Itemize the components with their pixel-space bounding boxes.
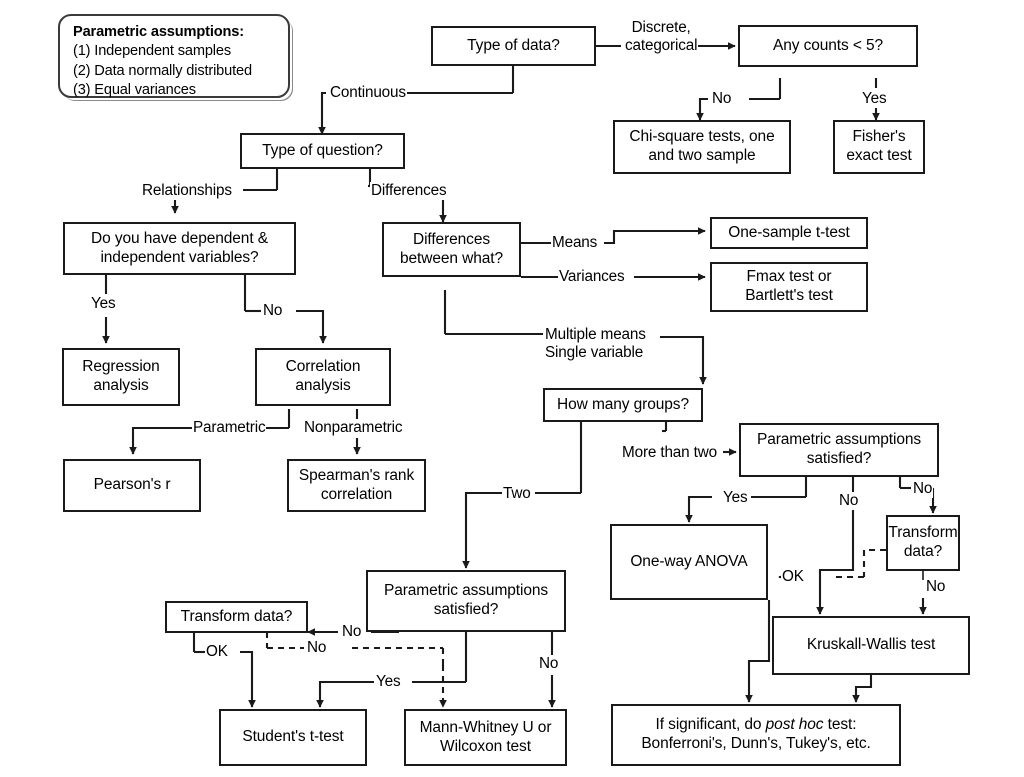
label-nonparametric: Nonparametric (303, 419, 404, 438)
node-post-hoc-test[interactable]: If significant, do post hoc test: Bonfer… (611, 704, 901, 766)
legend-title: Parametric assumptions: (73, 24, 244, 40)
node-spearmans-rank-correlation[interactable]: Spearman's rank correlation (287, 459, 426, 512)
label-right-transform-no: No (925, 578, 947, 597)
node-dependent-independent-variables[interactable]: Do you have dependent & independent vari… (63, 222, 296, 275)
node-how-many-groups[interactable]: How many groups? (543, 388, 703, 422)
label-parametric: Parametric (192, 419, 267, 438)
node-fishers-exact-test[interactable]: Fisher's exact test (833, 120, 925, 174)
label-right-ok: OK (781, 568, 805, 587)
node-chi-square-tests[interactable]: Chi-square tests, one and two sample (613, 120, 791, 174)
node-any-counts[interactable]: Any counts < 5? (738, 25, 918, 67)
edge-dep-no-c (296, 309, 327, 344)
label-multiple-means-single-variable: Multiple means Single variable (544, 326, 647, 363)
label-two: Two (502, 485, 532, 504)
edge-rno-b (816, 509, 855, 615)
legend-item-2: (2) Data normally distributed (73, 62, 252, 79)
label-variances: Variances (558, 268, 626, 287)
post-hoc-prefix: If significant, do (655, 716, 766, 734)
label-right-no-transform: No (912, 480, 934, 499)
post-hoc-line-1: If significant, do post hoc test: (656, 716, 857, 735)
label-differences: Differences (370, 182, 448, 201)
post-hoc-italic: post hoc (765, 716, 824, 734)
legend-item-3: (3) Equal variances (73, 82, 196, 99)
node-transform-data-right[interactable]: Transform data? (886, 515, 960, 571)
legend-parametric-assumptions: Parametric assumptions: (1) Independent … (58, 14, 290, 98)
label-bottom-no-to-transform: No (341, 623, 363, 642)
label-bottom-no-right: No (538, 655, 560, 674)
label-counts-no: No (711, 90, 733, 109)
label-right-yes: Yes (722, 489, 749, 508)
label-dependent-yes: Yes (90, 295, 117, 314)
post-hoc-suffix: test: (823, 716, 857, 734)
label-dependent-no: No (262, 302, 284, 321)
edge-bok-c (240, 650, 256, 708)
node-type-of-data[interactable]: Type of data? (431, 26, 596, 66)
node-type-of-question[interactable]: Type of question? (240, 133, 405, 169)
label-discrete-categorical: Discrete, categorical (624, 19, 699, 56)
node-correlation-analysis[interactable]: Correlation analysis (255, 348, 391, 406)
label-bottom-ok: OK (205, 643, 229, 662)
legend-item-1: (1) Independent samples (73, 43, 231, 60)
label-counts-yes: Yes (861, 90, 888, 109)
edge-multi-c (660, 335, 707, 385)
node-differences-between-what[interactable]: Differences between what? (382, 222, 521, 277)
label-continuous: Continuous (329, 84, 407, 103)
edge-byes-c (316, 680, 374, 708)
edge-continuous-to-question (318, 91, 326, 135)
label-more-than-two: More than two (621, 444, 718, 463)
node-fmax-bartlett-test[interactable]: Fmax test or Bartlett's test (710, 262, 868, 312)
node-regression-analysis[interactable]: Regression analysis (62, 348, 180, 406)
label-means: Means (551, 234, 599, 253)
edge-kruskall-posthoc (852, 675, 873, 703)
edge-two-c (462, 491, 502, 569)
label-right-no-middle: No (838, 492, 860, 511)
edge-anova-posthoc (745, 600, 771, 703)
post-hoc-line-2: Bonferroni's, Dunn's, Tukey's, etc. (641, 735, 871, 752)
edge-ryes-c (685, 495, 712, 523)
node-mann-whitney-wilcoxon[interactable]: Mann-Whitney U or Wilcoxon test (404, 709, 567, 766)
node-one-way-anova[interactable]: One-way ANOVA (610, 524, 768, 600)
node-kruskall-wallis-test[interactable]: Kruskall-Wallis test (772, 616, 970, 675)
label-relationships: Relationships (141, 182, 233, 201)
edge-corr-param-c (129, 426, 193, 455)
edge-means-b (604, 227, 706, 245)
edge-rok-dash-a (862, 548, 886, 577)
node-students-t-test[interactable]: Student's t-test (219, 709, 367, 766)
node-parametric-assumptions-bottom[interactable]: Parametric assumptions satisfied? (366, 570, 566, 632)
node-pearsons-r[interactable]: Pearson's r (63, 459, 201, 512)
label-bottom-dashed-no: No (306, 639, 328, 658)
label-bottom-yes: Yes (375, 673, 402, 692)
node-parametric-assumptions-right[interactable]: Parametric assumptions satisfied? (739, 423, 939, 477)
node-one-sample-t-test[interactable]: One-sample t-test (710, 217, 868, 249)
edge-counts-no-c (696, 97, 708, 121)
node-transform-data-left[interactable]: Transform data? (165, 601, 308, 633)
